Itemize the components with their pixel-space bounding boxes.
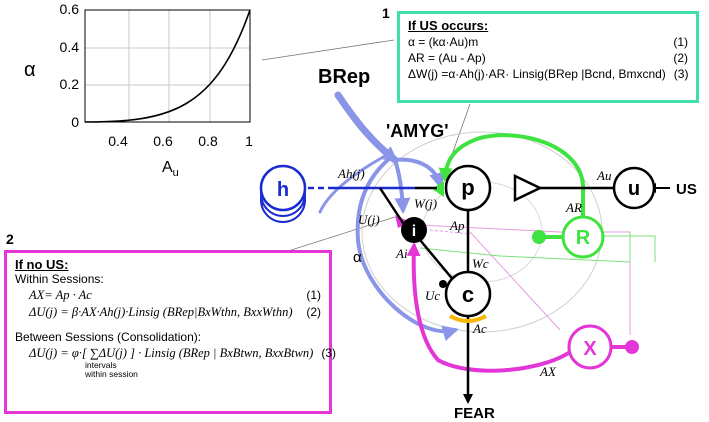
box1-eq1-num: (1)	[673, 35, 688, 49]
box1-eq3-row: ΔW(j) =α·Ah(j)·AR· Linsig(BRep |Bcnd, Bm…	[408, 67, 688, 81]
box1-eq3-num: (3)	[673, 67, 689, 81]
leader-plot-to-box1	[261, 39, 395, 61]
box2-eq2-num: (2)	[306, 305, 321, 319]
node-h-stack: h	[259, 164, 307, 223]
green-inhibitory-dot	[532, 230, 546, 244]
label-Ai: Ai	[395, 246, 408, 261]
label-Uc: Uc	[425, 288, 440, 303]
amyg-label: 'AMYG'	[386, 121, 449, 141]
box2-eq3-row: ΔU(j) = φ·[ ∑ΔU(j) ] · Linsig (BRep | Bx…	[15, 346, 336, 361]
box1-eq2: AR = (Au - Ap)	[408, 51, 486, 65]
node-u: u	[612, 166, 656, 210]
no-us-equations-box: If no US: Within Sessions: AX= Ap · Ac (…	[4, 250, 336, 414]
uc-synapse-dot	[439, 280, 447, 288]
box2-title: If no US:	[15, 257, 69, 272]
node-c-label: c	[462, 282, 474, 307]
orange-output-arc	[449, 314, 487, 323]
sum-note-intervals: intervals	[85, 360, 117, 370]
box1-title: If US occurs:	[408, 18, 489, 33]
plot-frame	[84, 9, 251, 123]
plot-grid	[85, 9, 250, 122]
box1-eq1: α = (kα·Au)m	[408, 35, 479, 49]
node-c: c	[444, 270, 492, 318]
xtick-label: 0.6	[153, 133, 173, 149]
box2-eq1-row: AX= Ap · Ac (1)	[15, 288, 321, 303]
box2-eq3: ΔU(j) = φ·[ ∑ΔU(j) ] · Linsig (BRep | Bx…	[29, 346, 314, 360]
box2-eq2: ΔU(j) = β·AX·Ah(j)·Linsig (BRep|BxWthn, …	[29, 305, 293, 319]
node-p: p	[444, 164, 492, 212]
sum-note-within-session: within session	[85, 369, 138, 379]
green-reinforcement-pathway	[438, 133, 585, 239]
alpha-curve-plot: 0.6 0.4 0.2 0 0.4 0.6 0.8 1 α Au	[24, 1, 253, 179]
xtick-label: 0.8	[198, 133, 218, 149]
box1-number: 1	[382, 5, 390, 21]
magenta-inhibitory-dot	[625, 340, 639, 354]
node-p-label: p	[461, 175, 474, 200]
label-Ac: Ac	[472, 321, 487, 336]
xtick-label: 0.4	[108, 133, 128, 149]
label-Ah: Ah(j)	[337, 166, 365, 181]
box2-eq2-row: ΔU(j) = β·AX·Ah(j)·Linsig (BRep|BxWthn, …	[15, 305, 321, 320]
node-i: i	[401, 217, 427, 243]
ytick-label: 0.4	[60, 39, 80, 55]
label-Uj: U(j)	[358, 212, 380, 227]
node-h-label: h	[277, 179, 289, 201]
between-sessions-heading: Between Sessions (Consolidation):	[15, 330, 202, 344]
us-occurs-equations-box: If US occurs: α = (kα·Au)m (1) AR = (Au …	[397, 11, 699, 103]
label-AX: AX	[539, 364, 557, 379]
brep-label: BRep	[318, 66, 370, 88]
brep-pathways	[318, 91, 459, 341]
ytick-label: 0	[71, 114, 79, 130]
p-output-triangle	[513, 174, 543, 202]
green-arrowhead-to-p	[432, 181, 444, 197]
box2-eq1-num: (1)	[306, 288, 321, 302]
within-sessions-heading: Within Sessions:	[15, 272, 104, 286]
box1-eq2-row: AR = (Au - Ap) (2)	[408, 51, 688, 65]
ytick-label: 0.6	[60, 1, 80, 17]
node-X-label: X	[583, 338, 597, 360]
ytick-label: 0.2	[60, 76, 80, 92]
label-Au: Au	[596, 168, 612, 183]
connection-labels: Ah(j) W(j) U(j) Ap Ai Au AR Wc Uc Ac AX	[337, 166, 612, 379]
box2-number: 2	[6, 231, 14, 247]
node-R: R	[561, 215, 605, 259]
box1-eq2-num: (2)	[673, 51, 688, 65]
node-X: X	[567, 324, 613, 370]
box1-eq1-row: α = (kα·Au)m (1)	[408, 35, 688, 49]
box2-eq1: AX= Ap · Ac	[29, 288, 92, 302]
box2-eq3-num: (3)	[321, 346, 337, 360]
label-Ap: Ap	[449, 218, 465, 233]
plot-ylabel: α	[24, 59, 36, 81]
xtick-label: 1	[245, 133, 253, 149]
label-Wj: W(j)	[414, 196, 437, 211]
fear-output-label: FEAR	[454, 405, 495, 422]
us-input-label: US	[676, 181, 697, 198]
magenta-extinction-pathway	[406, 242, 627, 373]
node-i-label: i	[412, 223, 416, 240]
plot-xlabel: Au	[162, 159, 179, 179]
box1-eq3: ΔW(j) =α·Ah(j)·AR· Linsig(BRep |Bcnd, Bm…	[408, 67, 666, 81]
node-u-label: u	[628, 178, 640, 200]
node-R-label: R	[576, 227, 591, 249]
label-AR: AR	[565, 200, 582, 215]
alpha-curve	[84, 9, 251, 123]
label-Wc: Wc	[472, 256, 489, 271]
leader-i-to-box2	[284, 216, 396, 253]
alpha-label: α	[353, 249, 362, 266]
